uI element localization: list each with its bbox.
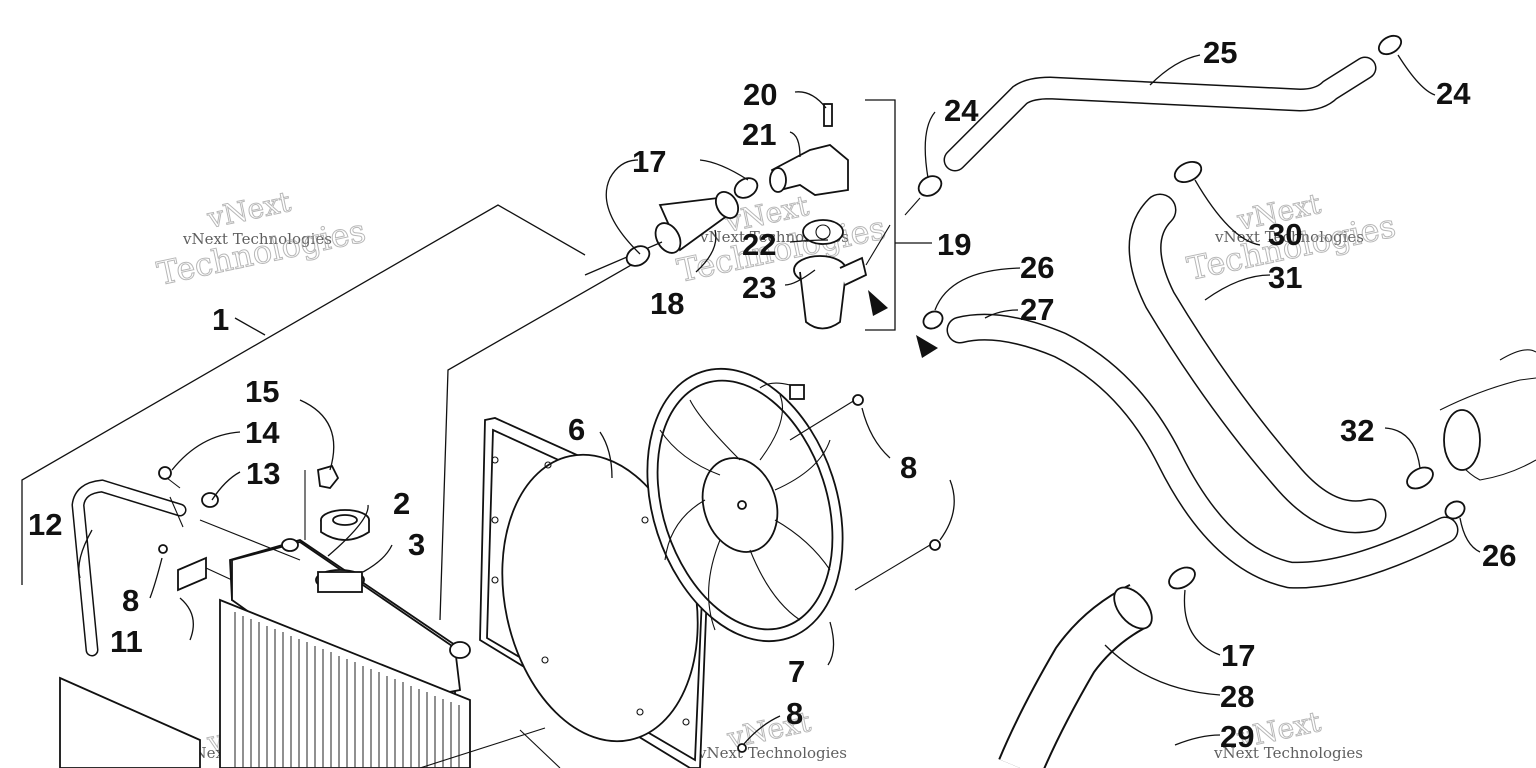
- hose-18: [584, 190, 740, 276]
- svg-text:vNext Technologies: vNext Technologies: [182, 230, 332, 248]
- callout-8-bottom: 8: [786, 696, 803, 731]
- arrow-right: [916, 335, 938, 358]
- screw-14: [158, 466, 181, 489]
- radiator-cap: [320, 509, 370, 541]
- screw-8-bottom: [737, 743, 747, 753]
- callout-19: 19: [937, 227, 971, 262]
- screw-8-left: [158, 544, 168, 554]
- leader-lines: [78, 54, 1481, 746]
- callout-32: 32: [1340, 413, 1374, 448]
- callout-22: 22: [742, 227, 776, 262]
- callout-7: 7: [788, 654, 805, 689]
- bracket-11: [177, 556, 233, 592]
- callout-15: 15: [245, 374, 279, 409]
- housing-23: [793, 224, 891, 330]
- svg-text:vNext Technologies: vNext Technologies: [1214, 228, 1364, 246]
- callout-8-fan: 8: [900, 450, 917, 485]
- thermostat-bracket-19: [865, 99, 932, 331]
- watermark-5: vNext vNext Technologies: [697, 704, 847, 762]
- engine-outlet: [1439, 349, 1536, 481]
- bolt-20: [823, 103, 833, 127]
- callout-1: 1: [212, 302, 229, 337]
- hose-25: [943, 56, 1377, 172]
- callout-24-left: 24: [944, 93, 979, 128]
- callout-26-right: 26: [1482, 538, 1516, 573]
- screw-8-fan-top: [852, 394, 864, 406]
- lower-panel: [59, 676, 561, 768]
- clamp-26-b: [1444, 500, 1466, 520]
- callout-11: 11: [110, 624, 143, 659]
- callout-2: 2: [393, 486, 410, 521]
- callout-26-top: 26: [1020, 250, 1054, 285]
- housing-21: [769, 144, 849, 196]
- watermark-1: vNext vNext Technologies Technologies: [153, 184, 369, 293]
- callout-30: 30: [1268, 217, 1302, 252]
- clamp-24-a: [904, 175, 943, 216]
- callout-17-bottom: 17: [1221, 638, 1255, 673]
- callout-8-left: 8: [122, 583, 139, 618]
- clamp-17-a: [625, 245, 651, 267]
- clamp-24-b: [1377, 34, 1403, 56]
- screw-8-fan-bottom: [929, 539, 941, 551]
- radiator-assembly-bracket: [21, 204, 641, 621]
- callout-12: 12: [28, 507, 62, 542]
- radiator-fan: [646, 367, 931, 643]
- clamp-26-a: [922, 310, 944, 330]
- clamp-32: [1406, 466, 1434, 490]
- callout-29: 29: [1220, 719, 1254, 754]
- callout-3: 3: [408, 527, 425, 562]
- svg-text:vNext: vNext: [204, 185, 295, 235]
- callout-27: 27: [1020, 292, 1054, 327]
- callout-28: 28: [1220, 679, 1254, 714]
- watermark-6: vNext vNext Technologies: [1213, 704, 1363, 762]
- hose-12: [71, 479, 301, 657]
- callout-6: 6: [568, 412, 585, 447]
- callout-21: 21: [742, 117, 776, 152]
- callout-31: 31: [1268, 260, 1302, 295]
- clamp-30: [1173, 161, 1203, 183]
- callout-13: 13: [246, 456, 280, 491]
- clamp-17-b: [733, 177, 759, 199]
- arrow-left: [868, 290, 888, 316]
- svg-text:vNext Technologies: vNext Technologies: [1213, 744, 1363, 762]
- svg-text:vNext Technologies: vNext Technologies: [697, 744, 847, 762]
- callout-23: 23: [742, 270, 776, 305]
- hose-28: [998, 583, 1153, 768]
- clamp-17-c: [1168, 566, 1196, 590]
- radiator: [219, 538, 471, 768]
- callout-14: 14: [245, 415, 280, 450]
- callout-24-right: 24: [1436, 76, 1471, 111]
- hose-31: [1128, 193, 1387, 534]
- callout-18: 18: [650, 286, 684, 321]
- callout-25: 25: [1203, 35, 1237, 70]
- callout-labels: 1 2 3 6 7 8 8 8 11 12 13 14 15 17 17 18 …: [28, 35, 1516, 754]
- hose-27: [946, 313, 1459, 589]
- radiator-core: [234, 612, 460, 768]
- callout-17-top: 17: [632, 144, 666, 179]
- thermostat-22: [802, 219, 844, 245]
- nut-15: [304, 464, 340, 540]
- callout-20: 20: [743, 77, 777, 112]
